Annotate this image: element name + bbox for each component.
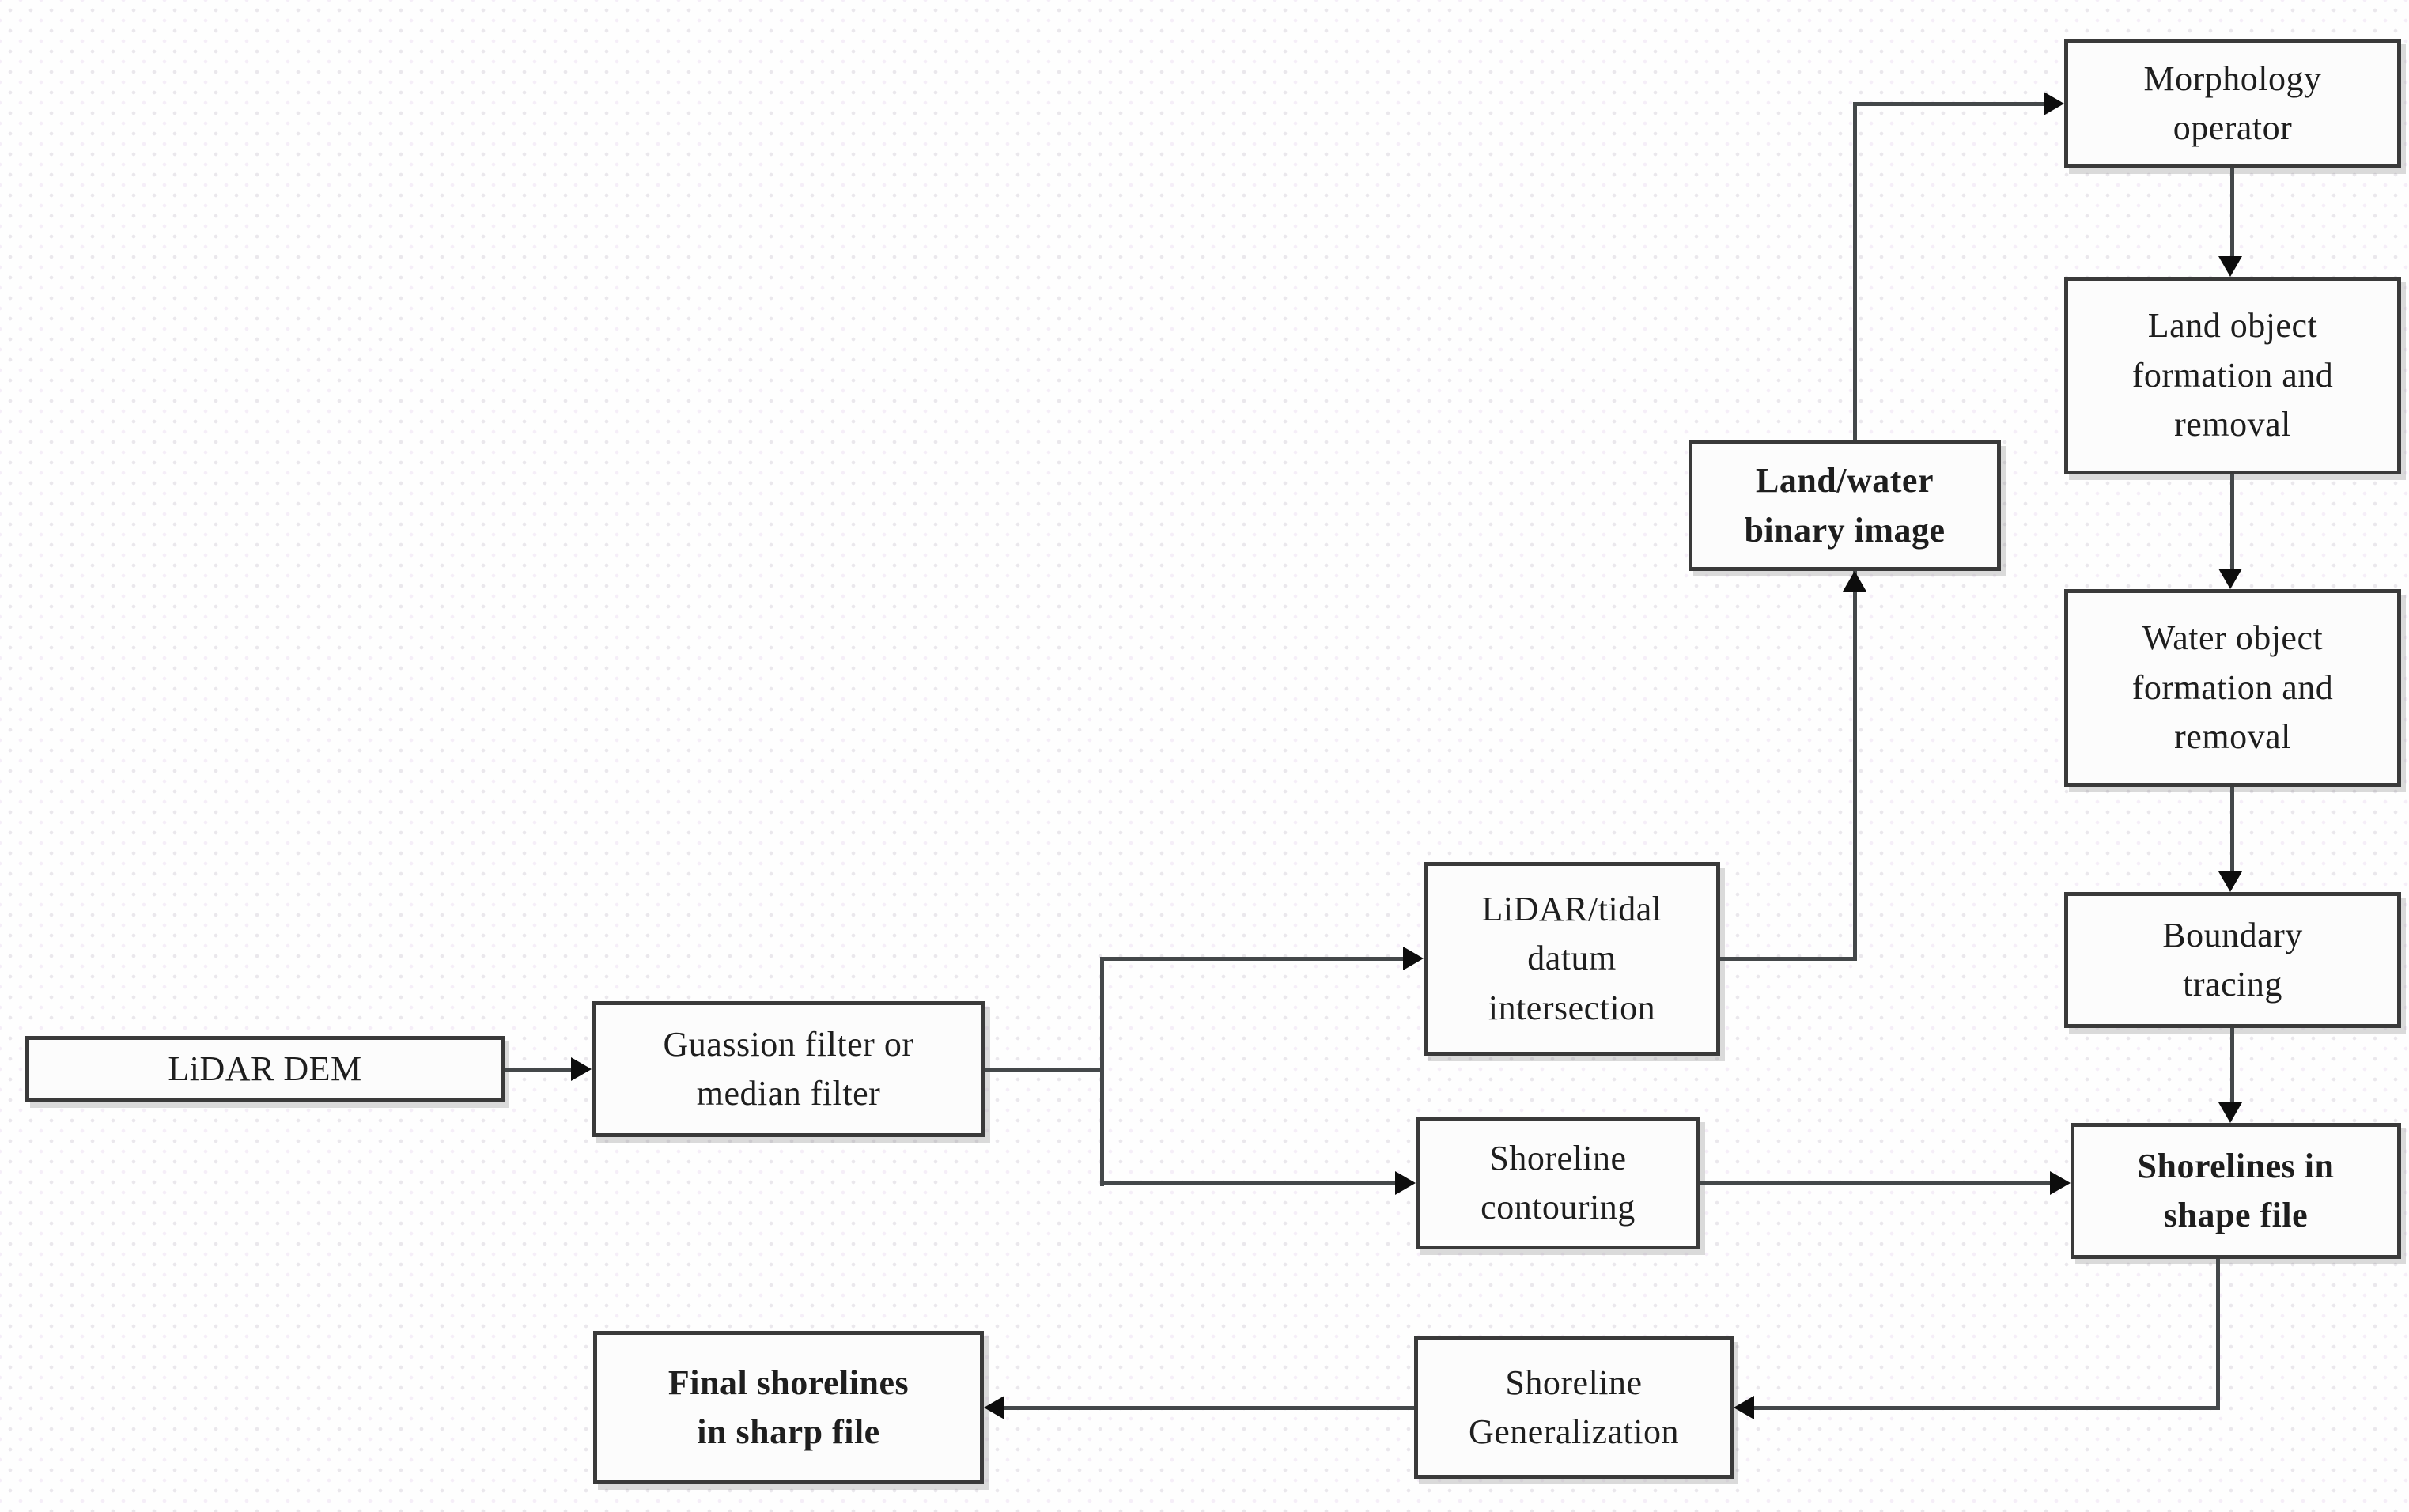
- edge-binary-to-morphology-arrowhead-icon: [2044, 92, 2064, 115]
- node-lidar-tidal-datum-intersection: LiDAR/tidal datum intersection: [1424, 862, 1720, 1056]
- node-morphology-operator: Morphology operator: [2064, 39, 2401, 168]
- node-water-object-formation-removal: Water object formation and removal: [2064, 589, 2401, 787]
- edge-lidartidal-to-binary-arrowhead-icon: [1843, 571, 1866, 592]
- edge-waterobject-to-boundary-arrowhead-icon: [2218, 871, 2242, 892]
- edge-landobject-to-waterobject-line: [2230, 474, 2234, 569]
- node-lidar-dem: LiDAR DEM: [25, 1036, 505, 1102]
- node-final-shorelines-in-sharp-file: Final shorelines in sharp file: [593, 1331, 984, 1484]
- node-shoreline-generalization: Shoreline Generalization: [1414, 1336, 1734, 1479]
- edge-shapefile-to-generalization-horizontal-line: [1753, 1406, 2220, 1410]
- edge-generalization-to-final-line: [1003, 1406, 1414, 1410]
- edge-filter-to-contouring-line: [1100, 1181, 1395, 1185]
- edge-landobject-to-waterobject-arrowhead-icon: [2218, 569, 2242, 589]
- edge-contouring-to-shapefile-line: [1700, 1181, 2050, 1185]
- node-land-object-formation-removal: Land object formation and removal: [2064, 277, 2401, 474]
- edge-generalization-to-final-arrowhead-icon: [984, 1396, 1004, 1419]
- node-shoreline-contouring: Shoreline contouring: [1416, 1117, 1700, 1249]
- edge-waterobject-to-boundary-line: [2230, 787, 2234, 871]
- edge-boundary-to-shapefile-arrowhead-icon: [2218, 1102, 2242, 1123]
- edge-lidardem-to-filter-arrowhead-icon: [571, 1057, 592, 1081]
- edge-filter-split-vertical-line: [1100, 957, 1104, 1186]
- edge-boundary-to-shapefile-line: [2230, 1028, 2234, 1102]
- edge-filter-to-lidartidal-arrowhead-icon: [1403, 947, 1424, 970]
- edge-binary-to-morphology-vertical-line: [1853, 102, 1857, 440]
- edge-filter-split-stem-line: [985, 1068, 1104, 1072]
- edge-filter-to-contouring-arrowhead-icon: [1395, 1171, 1416, 1195]
- node-gaussian-or-median-filter: Guassion filter or median filter: [592, 1001, 985, 1137]
- edge-shapefile-to-generalization-arrowhead-icon: [1734, 1396, 1754, 1419]
- node-shorelines-in-shape-file: Shorelines in shape file: [2071, 1123, 2401, 1259]
- node-land-water-binary-image: Land/water binary image: [1689, 440, 2001, 571]
- edge-lidartidal-to-binary-vertical-line: [1853, 571, 1857, 958]
- edge-binary-to-morphology-horizontal-line: [1853, 102, 2044, 106]
- edge-shapefile-to-generalization-vertical-line: [2216, 1259, 2220, 1409]
- edge-lidartidal-to-binary-horizontal-line: [1720, 957, 1857, 961]
- edge-lidardem-to-filter-line: [505, 1068, 571, 1072]
- edge-filter-to-lidartidal-line: [1100, 957, 1403, 961]
- node-boundary-tracing: Boundary tracing: [2064, 892, 2401, 1028]
- edge-morphology-to-landobject-arrowhead-icon: [2218, 256, 2242, 277]
- edge-morphology-to-landobject-line: [2230, 168, 2234, 256]
- edge-contouring-to-shapefile-arrowhead-icon: [2050, 1171, 2071, 1195]
